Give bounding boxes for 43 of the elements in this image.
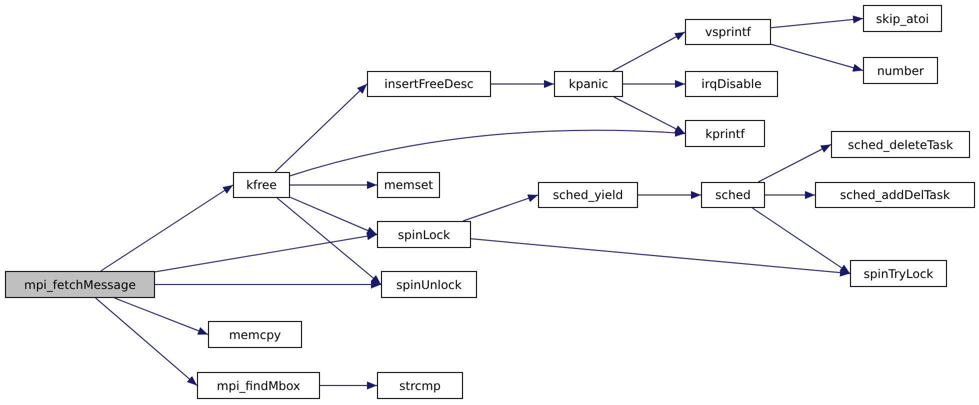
call-arrow [290, 181, 378, 189]
function-box: vsprintf [685, 19, 771, 45]
function-box: skip_atoi [863, 5, 942, 32]
call-arrow [276, 198, 382, 285]
function-box: memcpy [208, 321, 302, 348]
function-box: kfree [233, 172, 290, 198]
call-arrow [770, 44, 864, 72]
call-arrow [470, 238, 850, 277]
function-box: mpi_findMbox [197, 372, 320, 399]
call-arrow [622, 80, 686, 88]
call-arrow [320, 382, 378, 390]
function-box: irqDisable [685, 71, 778, 97]
function-box: sched_yield [538, 182, 638, 208]
function-box: spinLock [377, 221, 471, 248]
call-arrow [154, 232, 378, 272]
function-box: sched_addDelTask [815, 182, 975, 208]
call-arrow [490, 80, 554, 88]
call-arrow [290, 128, 686, 176]
call-arrow [114, 298, 208, 335]
function-box: kprintf [685, 120, 765, 147]
call-arrow [462, 194, 538, 222]
function-box: mpi_fetchMessage [5, 271, 155, 298]
function-box: sched_deleteTask [831, 131, 970, 158]
call-arrow [95, 298, 198, 386]
call-arrow [764, 191, 816, 199]
call-arrow [770, 16, 864, 28]
call-arrow [613, 96, 686, 134]
function-box: sched [701, 182, 765, 208]
call-arrow [638, 191, 702, 199]
function-box: insertFreeDesc [367, 71, 491, 97]
call-arrow [758, 144, 832, 182]
function-box: strcmp [377, 372, 463, 399]
function-box: spinUnlock [381, 271, 477, 298]
function-box: memset [377, 172, 440, 198]
function-box: spinTryLock [850, 260, 947, 287]
call-arrow [612, 32, 686, 72]
call-arrow [290, 196, 378, 235]
function-box: kpanic [554, 71, 623, 97]
call-arrow [752, 208, 850, 274]
call-arrow [274, 84, 368, 172]
function-box: number [863, 57, 938, 84]
call-arrow [154, 280, 382, 288]
call-arrow [100, 184, 234, 272]
